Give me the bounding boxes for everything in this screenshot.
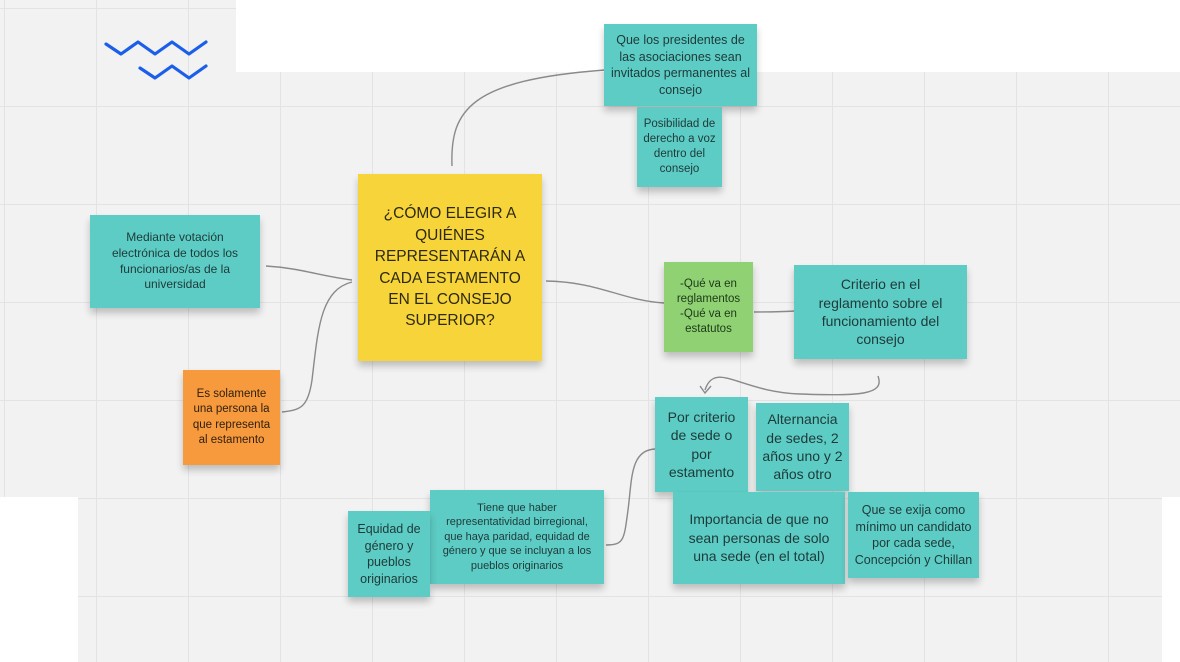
connector-central-to-una-persona — [281, 281, 353, 413]
sticky-note-criterio-reglamento[interactable]: Criterio en el reglamento sobre el funci… — [794, 265, 967, 359]
sticky-note-text: Tiene que haber representatividad birreg… — [442, 501, 592, 572]
sticky-note-tiene-que[interactable]: Tiene que haber representatividad birreg… — [430, 490, 604, 584]
connector-central-to-reglamentos — [545, 280, 665, 304]
connector-central-to-presidentes — [451, 69, 606, 167]
connector-reglamentos-to-criterio — [753, 310, 795, 313]
connector-criterio-to-por-criterio — [704, 375, 880, 396]
sticky-note-text: -Qué va en reglamentos -Qué va en estatu… — [676, 277, 741, 336]
sticky-note-text: Alternancia de sedes, 2 años uno y 2 año… — [762, 411, 843, 483]
sticky-note-importancia[interactable]: Importancia de que no sean personas de s… — [673, 492, 845, 584]
sticky-note-text: Criterio en el reglamento sobre el funci… — [818, 276, 943, 348]
sticky-note-por-criterio[interactable]: Por criterio de sede o por estamento — [655, 397, 748, 492]
sticky-note-text: Importancia de que no sean personas de s… — [688, 511, 830, 565]
sticky-note-presidentes[interactable]: Que los presidentes de las asociaciones … — [604, 24, 757, 106]
sticky-note-text: Equidad de género y pueblos originarios — [357, 522, 421, 586]
sticky-note-text: Mediante votación electrónica de todos l… — [111, 229, 239, 292]
sticky-note-votacion[interactable]: Mediante votación electrónica de todos l… — [90, 215, 260, 308]
central-question-text: ¿CÓMO ELEGIR A QUIÉNES REPRESENTARÁN A C… — [374, 205, 526, 330]
whiteboard-blank-region — [0, 497, 78, 662]
connector-central-to-votacion — [265, 265, 353, 281]
sticky-note-alternancia[interactable]: Alternancia de sedes, 2 años uno y 2 año… — [756, 403, 849, 491]
arrow-head — [699, 385, 712, 395]
sticky-note-text: Por criterio de sede o por estamento — [667, 408, 736, 480]
sticky-note-text: Que los presidentes de las asociaciones … — [611, 33, 750, 97]
zigzag-wave-logo-icon — [104, 40, 208, 80]
sticky-note-equidad[interactable]: Equidad de género y pueblos originarios — [348, 511, 430, 597]
connector-por-criterio-to-tiene-que — [605, 448, 656, 546]
sticky-note-text: Posibilidad de derecho a voz dentro del … — [643, 117, 716, 176]
sticky-note-una-persona[interactable]: Es solamente una persona la que represen… — [183, 370, 280, 465]
sticky-note-central-question[interactable]: ¿CÓMO ELEGIR A QUIÉNES REPRESENTARÁN A C… — [358, 174, 542, 361]
sticky-note-reglamentos[interactable]: -Qué va en reglamentos -Qué va en estatu… — [664, 262, 753, 352]
whiteboard-blank-region — [1162, 497, 1180, 662]
sticky-note-text: Es solamente una persona la que represen… — [192, 388, 271, 446]
sticky-note-posibilidad[interactable]: Posibilidad de derecho a voz dentro del … — [637, 107, 722, 187]
sticky-note-exija[interactable]: Que se exija como mínimo un candidato po… — [848, 492, 979, 578]
sticky-note-text: Que se exija como mínimo un candidato po… — [854, 503, 973, 567]
